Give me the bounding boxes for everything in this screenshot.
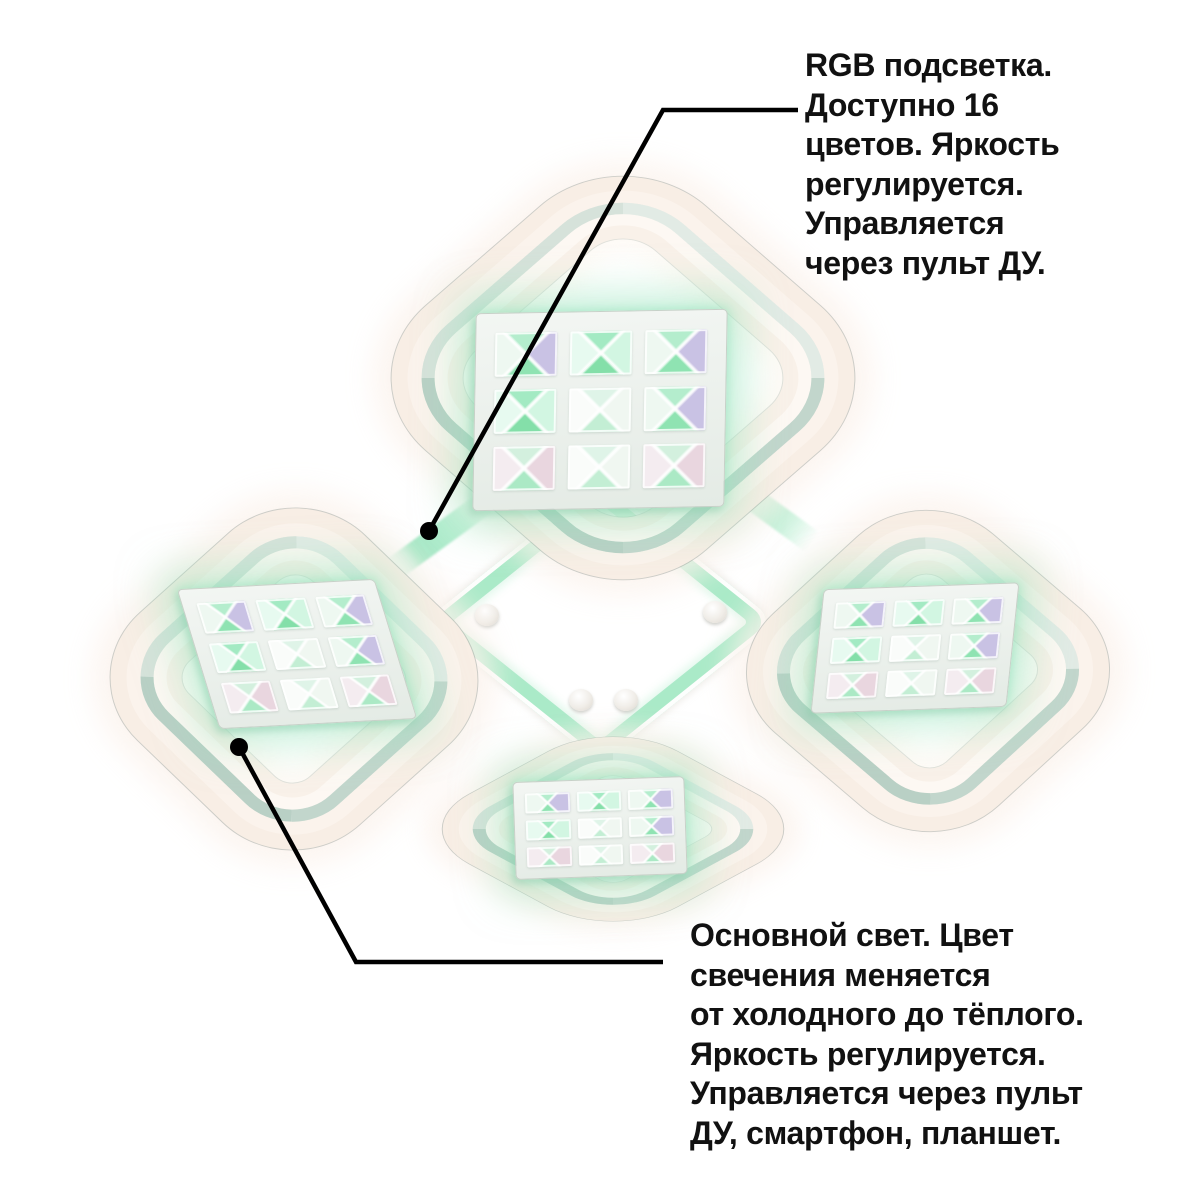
crystal-cell (525, 819, 572, 841)
mount-peg (703, 601, 727, 623)
crystal-cell (892, 598, 946, 627)
crystal-cell (829, 636, 883, 664)
crystal-cell (526, 846, 572, 868)
crystal-cell (493, 388, 557, 434)
mount-peg (569, 689, 593, 711)
annotation-line: ДУ, смартфон, планшет. (690, 1114, 1062, 1151)
mount-peg (475, 604, 499, 626)
crystal-cell (524, 792, 571, 814)
crystal-cell (568, 387, 632, 433)
crystal-cell (567, 444, 631, 490)
crystal-cell (833, 600, 887, 629)
crystal-cell (208, 640, 267, 674)
crystal-cell (628, 815, 675, 837)
annotation-line: Управляется (805, 205, 1005, 241)
crystal-panel-bottom (512, 776, 688, 880)
annotation-rgb: RGB подсветка. Доступно 16 цветов. Яркос… (805, 46, 1060, 283)
annotation-line: от холодного до тёплого. (690, 996, 1084, 1032)
annotation-line: регулируется. (805, 165, 1024, 202)
annotation-line: свечения меняется (690, 956, 991, 993)
crystal-cell (943, 667, 997, 696)
crystal-cell (628, 788, 674, 810)
crystal-cell (644, 329, 708, 375)
crystal-cell (951, 596, 1005, 625)
crystal-panel-right (810, 582, 1020, 714)
annotation-line: цветов. Яркость (805, 126, 1060, 162)
crystal-cell (629, 842, 676, 864)
mount-peg (614, 689, 638, 711)
crystal-cell (339, 674, 398, 708)
annotation-line: через пульт ДУ. (805, 244, 1046, 281)
annotation-line: Управляется через пульт (690, 1075, 1083, 1111)
annotation-line: Основной свет. Цвет (690, 917, 1014, 953)
crystal-cell (494, 331, 558, 377)
annotation-line: Яркость регулируется. (690, 1035, 1046, 1072)
crystal-cell (255, 597, 314, 631)
crystal-cell (947, 632, 1001, 660)
crystal-panel-top (472, 308, 728, 512)
crystal-cell (267, 637, 327, 671)
annotation-line: RGB подсветка. (805, 47, 1052, 83)
crystal-cell (888, 634, 942, 662)
crystal-cell (825, 671, 879, 700)
crystal-cell (578, 844, 624, 866)
annotation-line: Доступно 16 (805, 86, 999, 123)
crystal-cell (492, 445, 556, 491)
crystal-cell (220, 680, 280, 714)
crystal-cell (279, 677, 339, 711)
crystal-cell (196, 600, 255, 634)
mount-peg (610, 532, 634, 554)
crystal-cell (314, 594, 374, 628)
crystal-cell (643, 386, 707, 432)
annotation-main-light: Основной свет. Цвет свечения меняется от… (690, 916, 1084, 1153)
crystal-cell (884, 669, 938, 698)
mount-peg (568, 532, 592, 554)
crystal-cell (642, 443, 706, 489)
crystal-panel-left (176, 578, 418, 730)
crystal-cell (569, 330, 633, 376)
crystal-cell (577, 817, 623, 839)
crystal-cell (326, 634, 386, 668)
crystal-cell (576, 790, 622, 812)
